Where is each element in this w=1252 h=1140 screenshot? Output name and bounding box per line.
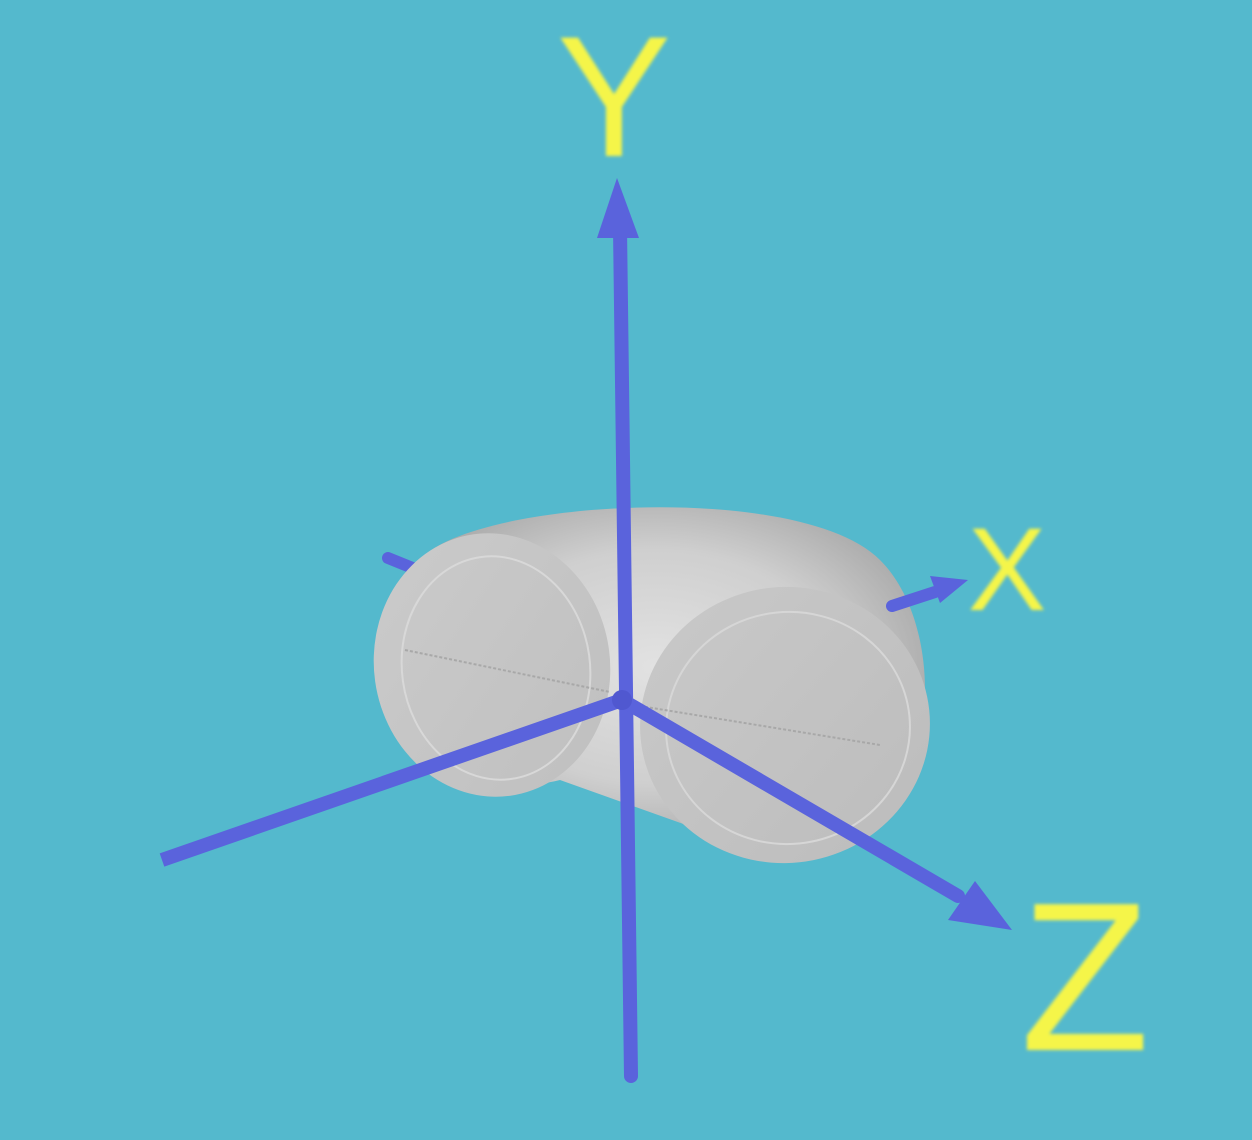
origin-point [612, 690, 632, 710]
z-axis-label: Z [1020, 858, 1150, 1095]
right-cap-rim [665, 610, 911, 846]
left-cap-rim [400, 555, 592, 781]
x-axis-label: X [968, 504, 1047, 636]
x-axis-arrowhead [930, 576, 968, 603]
z-axis-shaft [615, 693, 965, 903]
z-axis-arrowhead [948, 881, 1012, 930]
right-cap-face [640, 586, 930, 864]
y-axis-label: Y [557, 1, 672, 193]
y-axis-arrowhead [597, 178, 639, 238]
y-axis-shaft [613, 221, 638, 1083]
half-torus-object [373, 507, 930, 864]
right-cap-seam [639, 705, 881, 746]
negative-axis-shaft [159, 693, 625, 867]
x-axis-shaft [886, 586, 941, 612]
